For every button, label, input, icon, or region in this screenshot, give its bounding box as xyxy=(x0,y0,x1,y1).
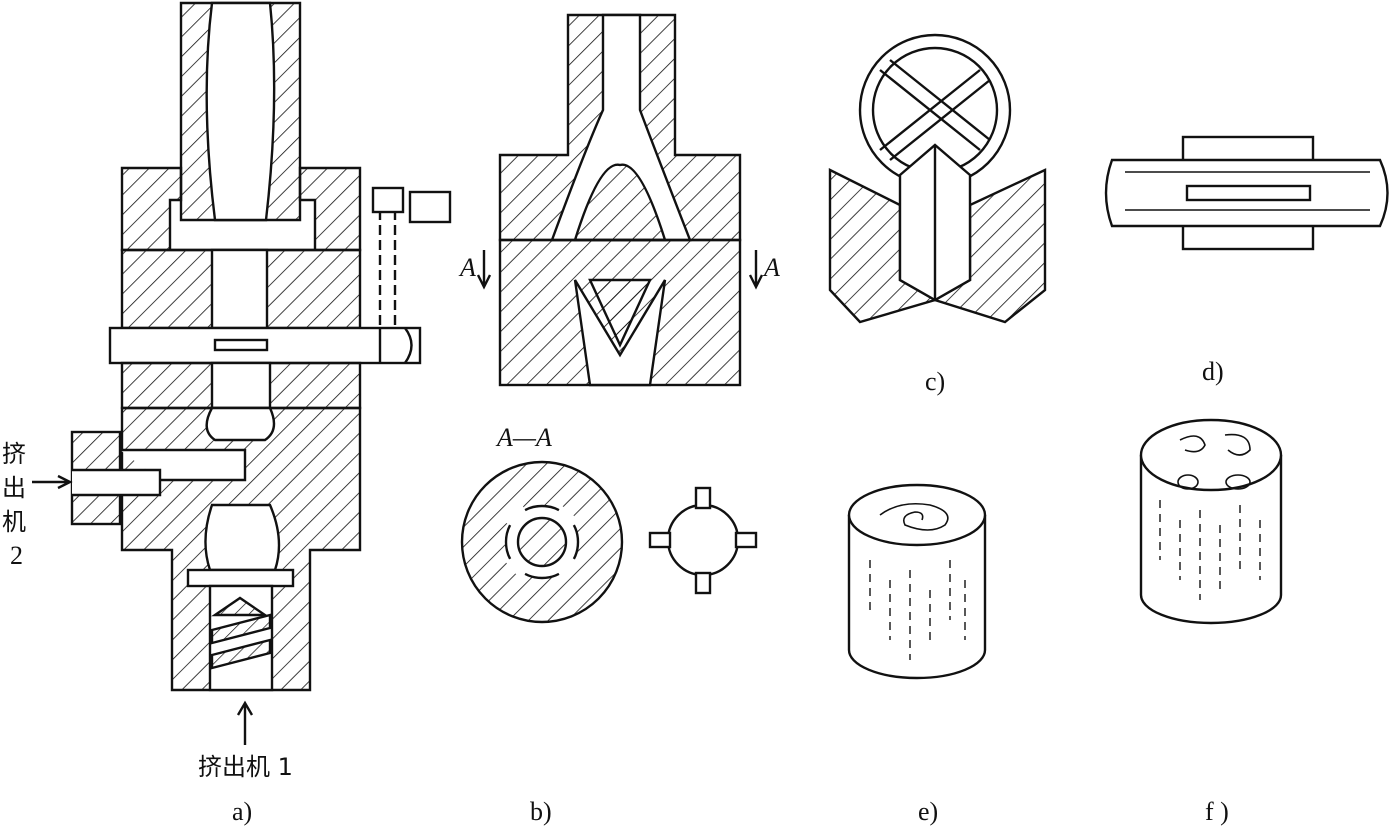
caption-a: a) xyxy=(232,797,252,826)
screw-tip xyxy=(211,596,269,617)
panel-b-section-die xyxy=(476,13,764,387)
panel-e-cylinder xyxy=(847,483,987,680)
panel-d-rod xyxy=(1104,135,1389,251)
swirl-e xyxy=(879,502,949,531)
extruder2-label-2: 出 xyxy=(2,474,26,502)
caption-e: e) xyxy=(918,797,938,826)
screw-seat xyxy=(186,568,295,588)
shaft-end xyxy=(378,327,413,364)
section-arrow-right xyxy=(748,250,764,290)
lower-bore xyxy=(573,279,667,387)
swirl-f-4 xyxy=(1225,474,1251,490)
extruder2-label-4: 2 xyxy=(10,541,23,570)
screw-flight-2 xyxy=(210,638,272,670)
extruder2-arrow xyxy=(32,474,73,490)
caption-f: f ) xyxy=(1205,797,1229,826)
panel-c-mixer xyxy=(828,33,1047,324)
section-view-circle xyxy=(460,460,624,624)
inlet-bore xyxy=(72,468,162,497)
caption-d: d) xyxy=(1202,357,1224,386)
lower-channel xyxy=(204,503,281,572)
panel-f-cylinder xyxy=(1139,418,1283,625)
shaft-slot xyxy=(213,338,269,352)
texture-f xyxy=(1159,500,1261,600)
texture-e xyxy=(869,560,966,660)
panel-a-die-assembly xyxy=(32,1,452,745)
section-label-right: A xyxy=(762,253,780,282)
sprocket xyxy=(371,186,405,214)
caption-b: b) xyxy=(530,797,552,826)
section-view-label: A—A xyxy=(495,423,552,452)
mid-bore xyxy=(210,248,269,330)
mandrel xyxy=(573,163,667,242)
upper-bore xyxy=(205,1,276,222)
mandrel-tip xyxy=(588,278,652,348)
extruder1-arrow xyxy=(236,700,254,745)
lower-bore xyxy=(210,361,272,410)
extruder1-label: 挤出机 1 xyxy=(198,753,293,781)
swirl-f-1 xyxy=(1179,435,1206,453)
rod-slot xyxy=(1185,184,1312,202)
section-arrow-left xyxy=(476,250,492,290)
motor xyxy=(408,190,452,224)
swirl-f-3 xyxy=(1177,474,1199,490)
spider-outline xyxy=(648,486,758,595)
extruder2-label-1: 挤 xyxy=(2,440,26,468)
extruder2-label-3: 机 xyxy=(2,508,26,536)
swirl-f-2 xyxy=(1224,433,1251,456)
screw-flight-1 xyxy=(210,613,272,645)
cross-bar-2 xyxy=(879,69,991,161)
central-channel xyxy=(205,406,276,442)
section-label-left: A xyxy=(458,253,476,282)
chain-line xyxy=(378,210,397,328)
rod-highlight xyxy=(1125,171,1370,211)
caption-c: c) xyxy=(925,367,945,396)
